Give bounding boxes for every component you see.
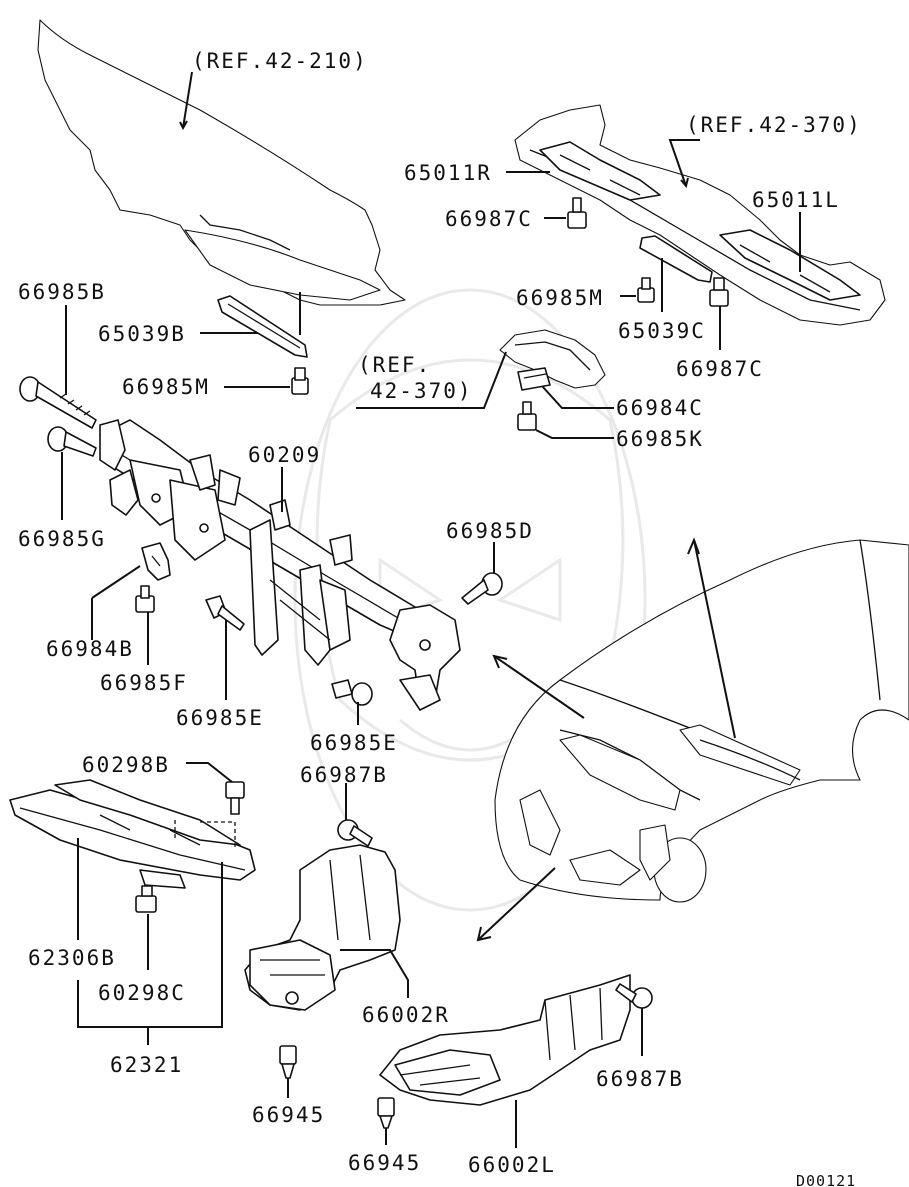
label-66985k: 66985K	[616, 427, 704, 451]
bracket-65039c	[639, 235, 713, 283]
ref-42-370-top-label: (REF.42-370)	[686, 113, 862, 137]
label-66002r: 66002R	[362, 1003, 450, 1027]
label-66985m-right: 66985M	[516, 286, 604, 310]
bracket-66984b	[141, 542, 171, 581]
bracket-66984c	[517, 367, 551, 391]
bolt-66987c-right	[709, 277, 729, 307]
label-65039b: 65039B	[98, 322, 186, 346]
label-66985e-right: 66985E	[310, 731, 398, 755]
clip-66945-bottom	[377, 1097, 395, 1129]
vehicle-overview	[494, 539, 909, 903]
label-62321: 62321	[110, 1053, 183, 1077]
bolt-66985k	[517, 401, 537, 431]
bolt-66985b	[19, 376, 97, 429]
bolt-60298b	[225, 781, 245, 815]
bolt-66985e-left	[205, 595, 245, 631]
label-66985e-left: 66985E	[176, 706, 264, 730]
ref-42-210-label: (REF.42-210)	[192, 49, 368, 73]
diagram-code: D00121	[796, 1172, 856, 1187]
label-60298c: 60298C	[98, 981, 186, 1005]
label-66002l: 66002L	[468, 1153, 556, 1177]
bolt-66987c-top	[567, 197, 587, 229]
bolt-66985m-left	[291, 367, 309, 395]
label-65011l: 65011L	[752, 188, 840, 212]
label-66945-bottom: 66945	[348, 1151, 421, 1175]
reinforcement-62306b	[9, 779, 256, 889]
label-66985g: 66985G	[18, 527, 106, 551]
label-66985f: 66985F	[100, 671, 188, 695]
label-65011r: 65011R	[404, 161, 492, 185]
clip-66945-left	[279, 1045, 297, 1079]
bolt-66985g	[47, 426, 97, 457]
bolt-66985d	[461, 572, 503, 605]
label-62306b: 62306B	[28, 946, 116, 970]
floor-bracket-ref-42-370-mid	[499, 329, 606, 389]
label-66987c-top: 66987C	[445, 207, 533, 231]
floor-panel-ref-42-370-top	[514, 104, 886, 326]
ref-42-370-mid-label-1: (REF.	[358, 353, 431, 377]
label-66985b: 66985B	[18, 280, 106, 304]
ref-42-370-mid-label-2: 42-370)	[370, 379, 473, 403]
bolt-66985f	[135, 585, 155, 613]
cowl-panel-ref-42-210	[37, 19, 406, 306]
steering-support-member-60209	[99, 419, 461, 711]
label-66987b-right: 66987B	[596, 1067, 684, 1091]
label-60298b: 60298B	[82, 753, 170, 777]
label-65039c: 65039C	[618, 319, 706, 343]
label-66987b-mid: 66987B	[300, 763, 388, 787]
under-cover-66002r	[244, 844, 401, 1011]
label-60209: 60209	[248, 443, 321, 467]
under-cover-66002l	[379, 974, 631, 1106]
bolt-66985m-right	[637, 277, 655, 303]
bolt-66987b-mid	[337, 819, 373, 847]
clip-60298c	[135, 885, 157, 913]
label-66985m-left: 66985M	[122, 375, 210, 399]
bracket-65039b	[217, 295, 308, 358]
label-66984c: 66984C	[616, 396, 704, 420]
label-66985d: 66985D	[446, 519, 534, 543]
bolt-66985e-right	[331, 679, 373, 706]
label-66945-left: 66945	[252, 1103, 325, 1127]
label-66984b: 66984B	[46, 637, 134, 661]
label-66987c-right: 66987C	[676, 357, 764, 381]
